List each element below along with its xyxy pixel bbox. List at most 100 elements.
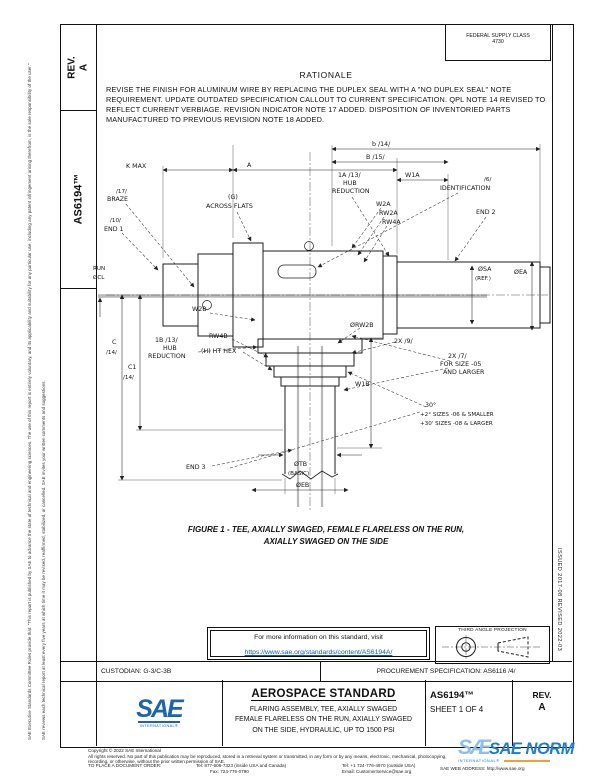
third-angle-projection-symbol xyxy=(442,635,541,659)
left-margin-disclaimer-2: SAE reviews each technical report at lea… xyxy=(41,380,46,740)
watermark-subtext: INTERNATIONAL® xyxy=(458,758,500,763)
end1-flag: /10/ xyxy=(110,218,121,224)
dim-label-otb-basic: (BASIC) xyxy=(288,471,309,477)
sheet-number: SHEET 1 OF 4 xyxy=(430,705,484,714)
projection-box: THIRD ANGLE PROJECTION xyxy=(435,626,550,664)
hub-reduction-run-3: REDUCTION xyxy=(332,188,370,195)
web-address: SAE WEB ADDRESS: http://www.sae.org xyxy=(440,766,525,771)
doc-title-line3: ON THE SIDE, HYDRAULIC, UP TO 1500 PSI xyxy=(252,726,395,734)
order-tel-outside: Tel: +1 724-776-4970 (outside USA) Email… xyxy=(342,763,415,774)
dim-label-c1: C1 xyxy=(128,364,136,371)
rights-line1: All rights reserved. No part of this pub… xyxy=(88,753,447,759)
dim-flag-c1: /14/ xyxy=(123,375,134,381)
watermark-sae-logo: SÆ xyxy=(458,736,491,759)
dimension-lines xyxy=(97,146,541,493)
dim-label-orw2b: ØRW2B xyxy=(350,321,374,329)
doc-title-line2: FEMALE FLARELESS ON THE RUN, AXIALLY SWA… xyxy=(234,716,413,724)
hub-reduction-branch-2: HUB xyxy=(163,345,177,352)
datum-circle-branch xyxy=(202,300,212,310)
projection-label: THIRD ANGLE PROJECTION xyxy=(458,628,527,633)
across-flats-label: ACROSS FLATS xyxy=(206,203,253,210)
sidebar-divider xyxy=(96,24,97,746)
dim-label-rw4a: RW4A xyxy=(382,219,401,226)
dim-label-hex: (H) HT HEX xyxy=(201,348,237,355)
angle-note-2: +2° SIZES -06 & SMALLER xyxy=(420,412,494,418)
dim-flag-c: /14/ xyxy=(106,350,117,356)
rationale-text: REVISE THE FINISH FOR ALUMINUM WIRE BY R… xyxy=(106,85,546,125)
right-margin-divider xyxy=(552,24,553,661)
rev-value: A xyxy=(538,702,546,713)
custodian-row: CUSTODIAN: G-3/C-3B PROCUREMENT SPECIFIC… xyxy=(60,661,572,682)
dim-label-rw4b: RW4B xyxy=(209,333,228,340)
identification-flag: /6/ xyxy=(484,177,491,183)
issued-revised-dates: ISSUED 2017-08 REVISED 2022-03 xyxy=(556,548,562,652)
hub-reduction-run-1: 1A /13/ xyxy=(338,172,361,179)
left-margin-disclaimer-1: SAE Executive Standards Committee Rules … xyxy=(27,63,32,740)
doc-number: AS6194™ xyxy=(430,690,474,701)
title-block: SAE INTERNATIONAL® AEROSPACE STANDARD FL… xyxy=(60,680,572,746)
run-label-1: RUN xyxy=(93,266,105,272)
copyright-block: Copyright © 2022 SAE International All r… xyxy=(88,748,558,765)
figure-caption-line2: AXIALLY SWAGED ON THE SIDE xyxy=(263,537,389,546)
tel-inside: Tel: 877-606-7323 (inside USA and Canada… xyxy=(196,763,287,768)
rights-line2: recording, or otherwise, without the pri… xyxy=(88,759,226,765)
sidebar-rev-value: A xyxy=(78,63,89,71)
dim-label-b-lower: b /14/ xyxy=(372,141,391,148)
extension-lines xyxy=(118,144,541,494)
figure-caption-line1: FIGURE 1 - TEE, AXIALLY SWAGED, FEMALE F… xyxy=(187,525,465,534)
page-frame xyxy=(60,24,574,748)
dim-label-w2b: W2B xyxy=(192,306,207,313)
fax: Fax: 724-776-0790 xyxy=(210,768,249,774)
run-label-2: ØCL xyxy=(93,274,105,281)
leader-lines xyxy=(121,192,487,469)
figure-drawing: K MAX A b /14/ B /15/ W1A /17/ BRAZE /10… xyxy=(93,141,551,512)
centerlines xyxy=(106,152,548,512)
end2-label: END 2 xyxy=(476,209,496,216)
sidebar-rev-box: REV. A xyxy=(60,24,96,111)
dim-label-oeb: ØEB xyxy=(296,481,309,489)
across-flats-letter: (G) xyxy=(228,194,238,201)
angle-note-1: 30° xyxy=(425,401,436,409)
fsc-box: FEDERAL SUPPLY CLASS 4730 xyxy=(445,24,551,61)
watermark-text: SAE NORM xyxy=(489,740,574,758)
end1-label: END 1 xyxy=(104,226,124,233)
info-box: For more information on this standard, v… xyxy=(207,627,430,660)
sae-norm-watermark: SÆ SAE NORM INTERNATIONAL® xyxy=(458,736,574,763)
email: Email: CustomerService@sae.org xyxy=(342,768,412,774)
size-note-3: AND LARGER xyxy=(443,369,485,376)
sae-logo: SAE INTERNATIONAL® xyxy=(136,697,183,729)
sidebar-doc-number: AS6194™ xyxy=(72,173,85,225)
angle-note-3: +30' SIZES -08 & LARGER xyxy=(420,421,493,427)
dim-label-k-max: K MAX xyxy=(126,163,147,170)
fitting-outline xyxy=(162,241,551,480)
dim-label-otb: ØTB xyxy=(294,460,307,468)
hub-reduction-run-2: HUB xyxy=(343,180,357,187)
standard-link[interactable]: https://www.sae.org/standards/content/AS… xyxy=(244,649,393,656)
sidebar-rev-label: REV. xyxy=(66,55,78,79)
rev-label: REV. xyxy=(532,690,552,700)
dim-label-osa: ØSA xyxy=(478,265,492,273)
sae-logo-subtext: INTERNATIONAL® xyxy=(139,724,179,729)
dim-label-rw2a: RW2A xyxy=(379,210,398,217)
order-tel-inside: Tel: 877-606-7323 (inside USA and Canada… xyxy=(196,763,286,774)
dim-label-c: C xyxy=(112,339,117,346)
sidebar-docnumber-box: AS6194™ xyxy=(60,110,96,289)
end3-label: END 3 xyxy=(186,464,206,471)
flag-2x9: 2X /9/ xyxy=(394,338,413,345)
size-note-2: FOR SIZE -05 xyxy=(440,361,481,368)
dim-label-b-upper: B /15/ xyxy=(366,154,385,161)
braze-flag: /17/ xyxy=(116,189,127,195)
copyright-line: Copyright © 2022 SAE International xyxy=(88,748,161,753)
dim-label-w1b: W1B xyxy=(355,381,370,388)
hub-reduction-branch-3: REDUCTION xyxy=(148,353,186,360)
doc-title-line1: FLARING ASSEMBLY, TEE, AXIALLY SWAGED xyxy=(249,706,398,713)
custodian-label: CUSTODIAN: G-3/C-3B xyxy=(101,668,172,675)
doc-type-heading: AEROSPACE STANDARD xyxy=(251,688,396,701)
dimension-labels: K MAX A b /14/ B /15/ W1A /17/ BRAZE /10… xyxy=(93,141,528,489)
dim-label-w1a: W1A xyxy=(405,172,420,179)
datum-circle-body xyxy=(304,241,314,251)
tel-outside: Tel: +1 724-776-4970 (outside USA) xyxy=(342,763,416,768)
identification-band xyxy=(277,264,317,279)
size-note-1: 2X /7/ xyxy=(448,353,467,360)
